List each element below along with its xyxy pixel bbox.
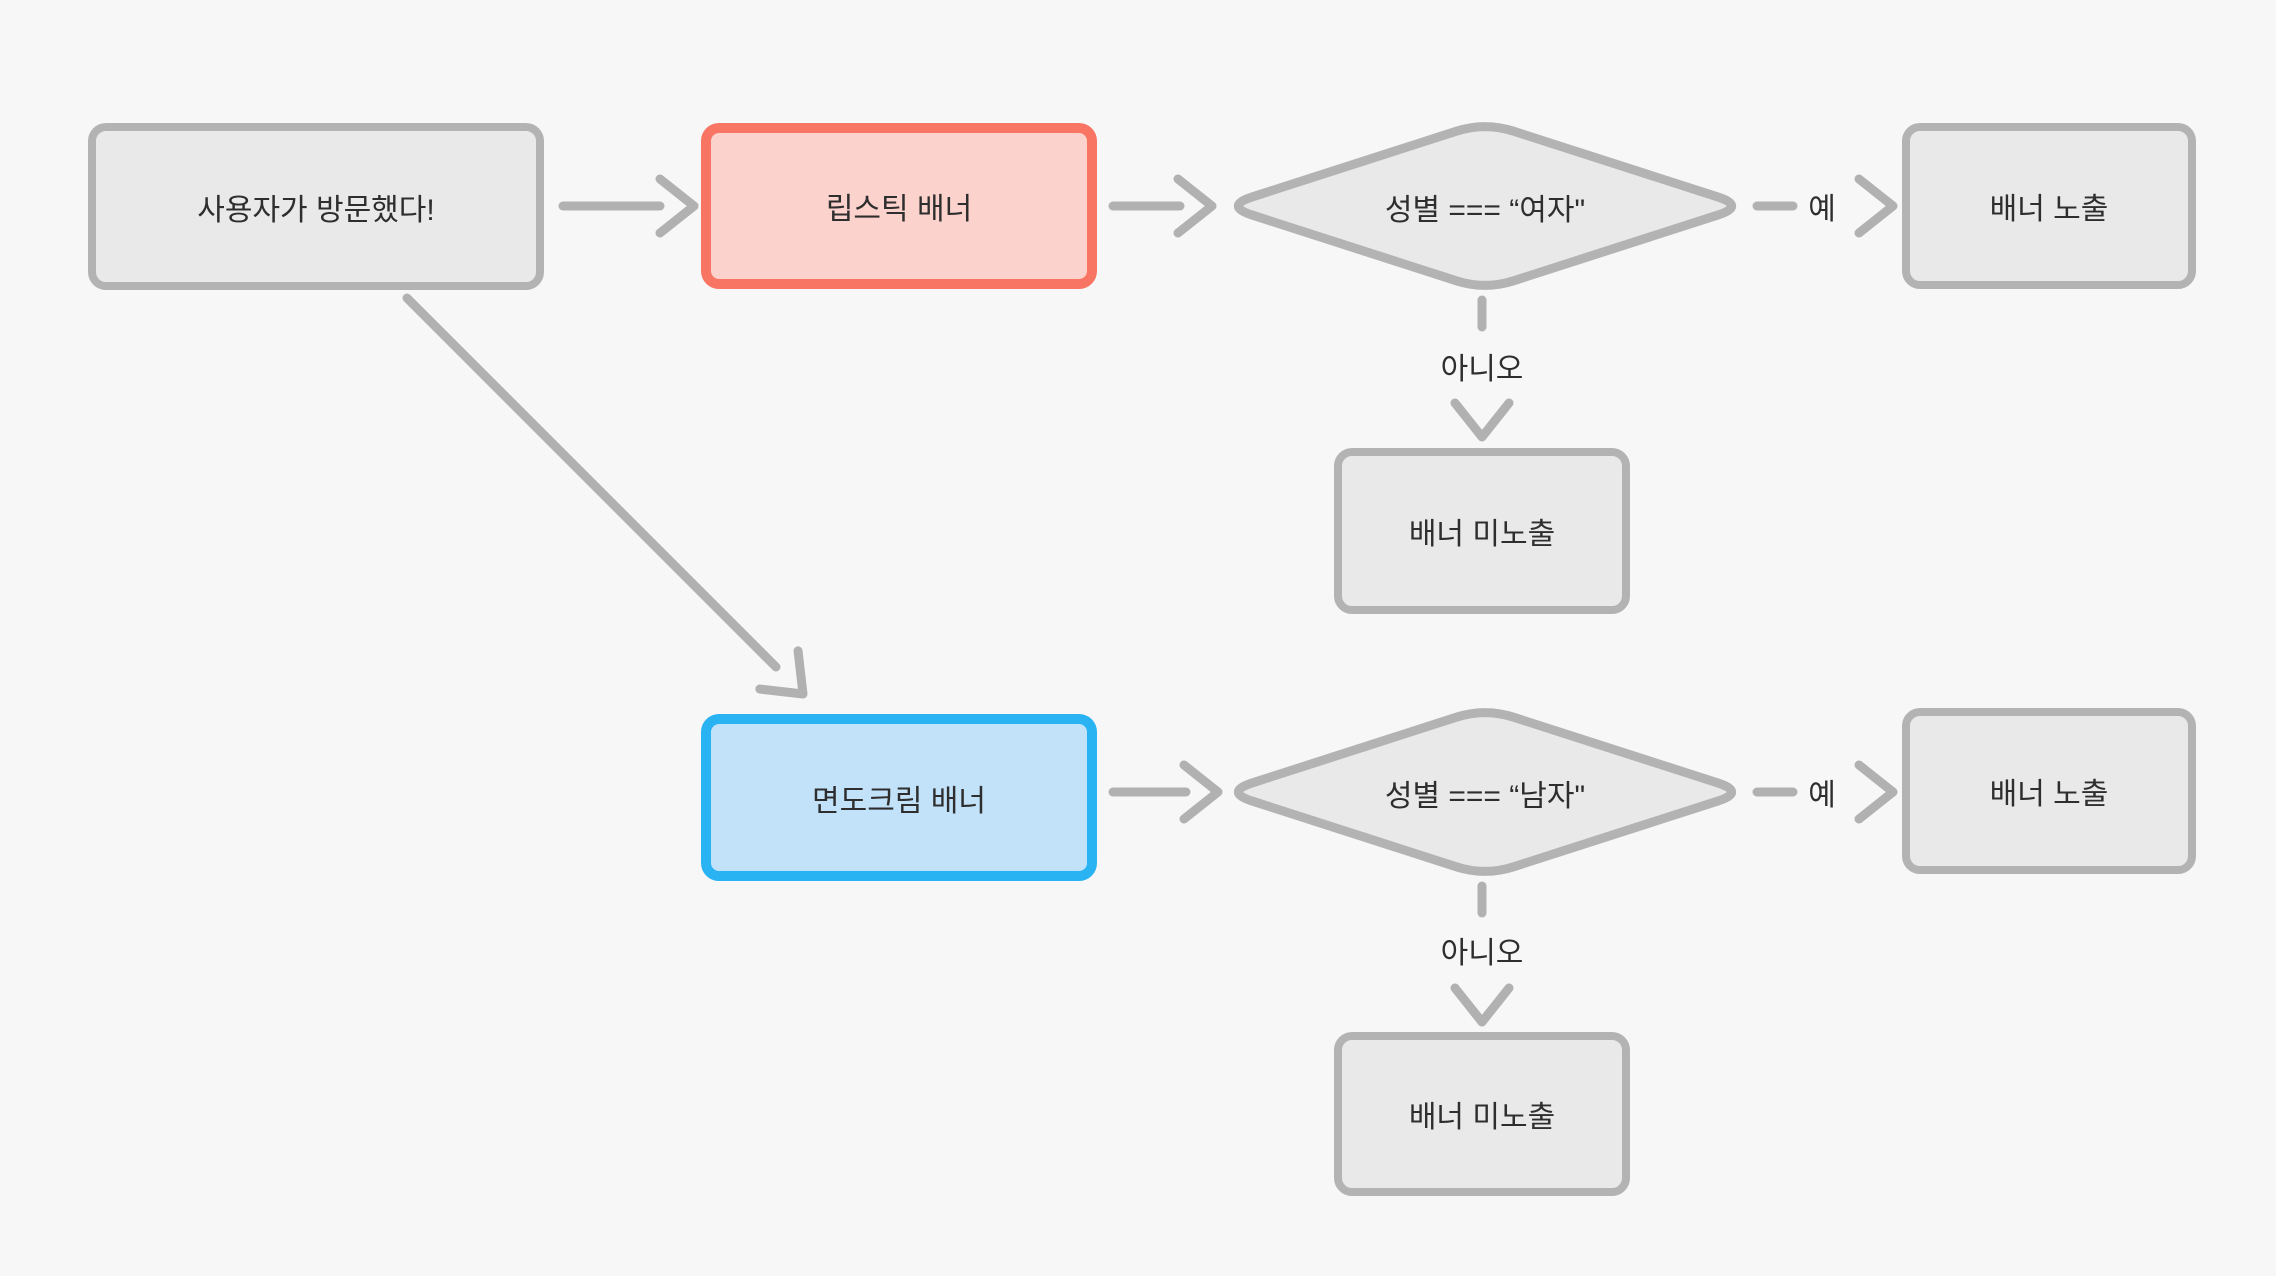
- node-banner-show-female: 배너 노출: [1902, 123, 2196, 289]
- edge-label-no-male: 아니오: [1440, 937, 1524, 970]
- node-banner-show-male: 배너 노출: [1902, 708, 2196, 874]
- arrow-shaving-to-decision: [1108, 765, 1218, 819]
- node-start-label: 사용자가 방문했다!: [197, 193, 435, 227]
- decision-female-label: 성별 === “여자": [1384, 194, 1586, 227]
- arrow-start-to-shaving: [402, 293, 822, 713]
- arrow-start-to-lipstick: [558, 179, 694, 233]
- node-lipstick-banner: 립스틱 배너: [701, 123, 1097, 289]
- node-shaving-cream-banner: 면도크림 배너: [701, 714, 1097, 881]
- arrow-female-yes: [1752, 179, 1893, 233]
- arrow-lipstick-to-decision: [1108, 179, 1212, 233]
- node-banner-show-female-label: 배너 노출: [1989, 193, 2109, 226]
- node-lipstick-banner-label: 립스틱 배너: [825, 193, 973, 226]
- arrow-male-yes: [1752, 765, 1893, 819]
- arrow-male-no: [1455, 881, 1509, 1022]
- node-banner-hide-male-label: 배너 미노출: [1408, 1101, 1556, 1134]
- node-banner-hide-female: 배너 미노출: [1334, 448, 1630, 614]
- node-banner-hide-female-label: 배너 미노출: [1408, 518, 1556, 551]
- node-start: 사용자가 방문했다!: [88, 123, 544, 290]
- edge-label-no-female: 아니오: [1440, 353, 1524, 386]
- node-banner-show-male-label: 배너 노출: [1989, 778, 2109, 811]
- decision-male-label: 성별 === “남자": [1384, 780, 1586, 813]
- node-banner-hide-male: 배너 미노출: [1334, 1032, 1630, 1196]
- edge-label-yes-male: 예: [1808, 779, 1836, 812]
- node-shaving-cream-banner-label: 면도크림 배너: [812, 784, 986, 818]
- arrow-female-no: [1455, 295, 1509, 437]
- edge-label-yes-female: 예: [1808, 193, 1836, 226]
